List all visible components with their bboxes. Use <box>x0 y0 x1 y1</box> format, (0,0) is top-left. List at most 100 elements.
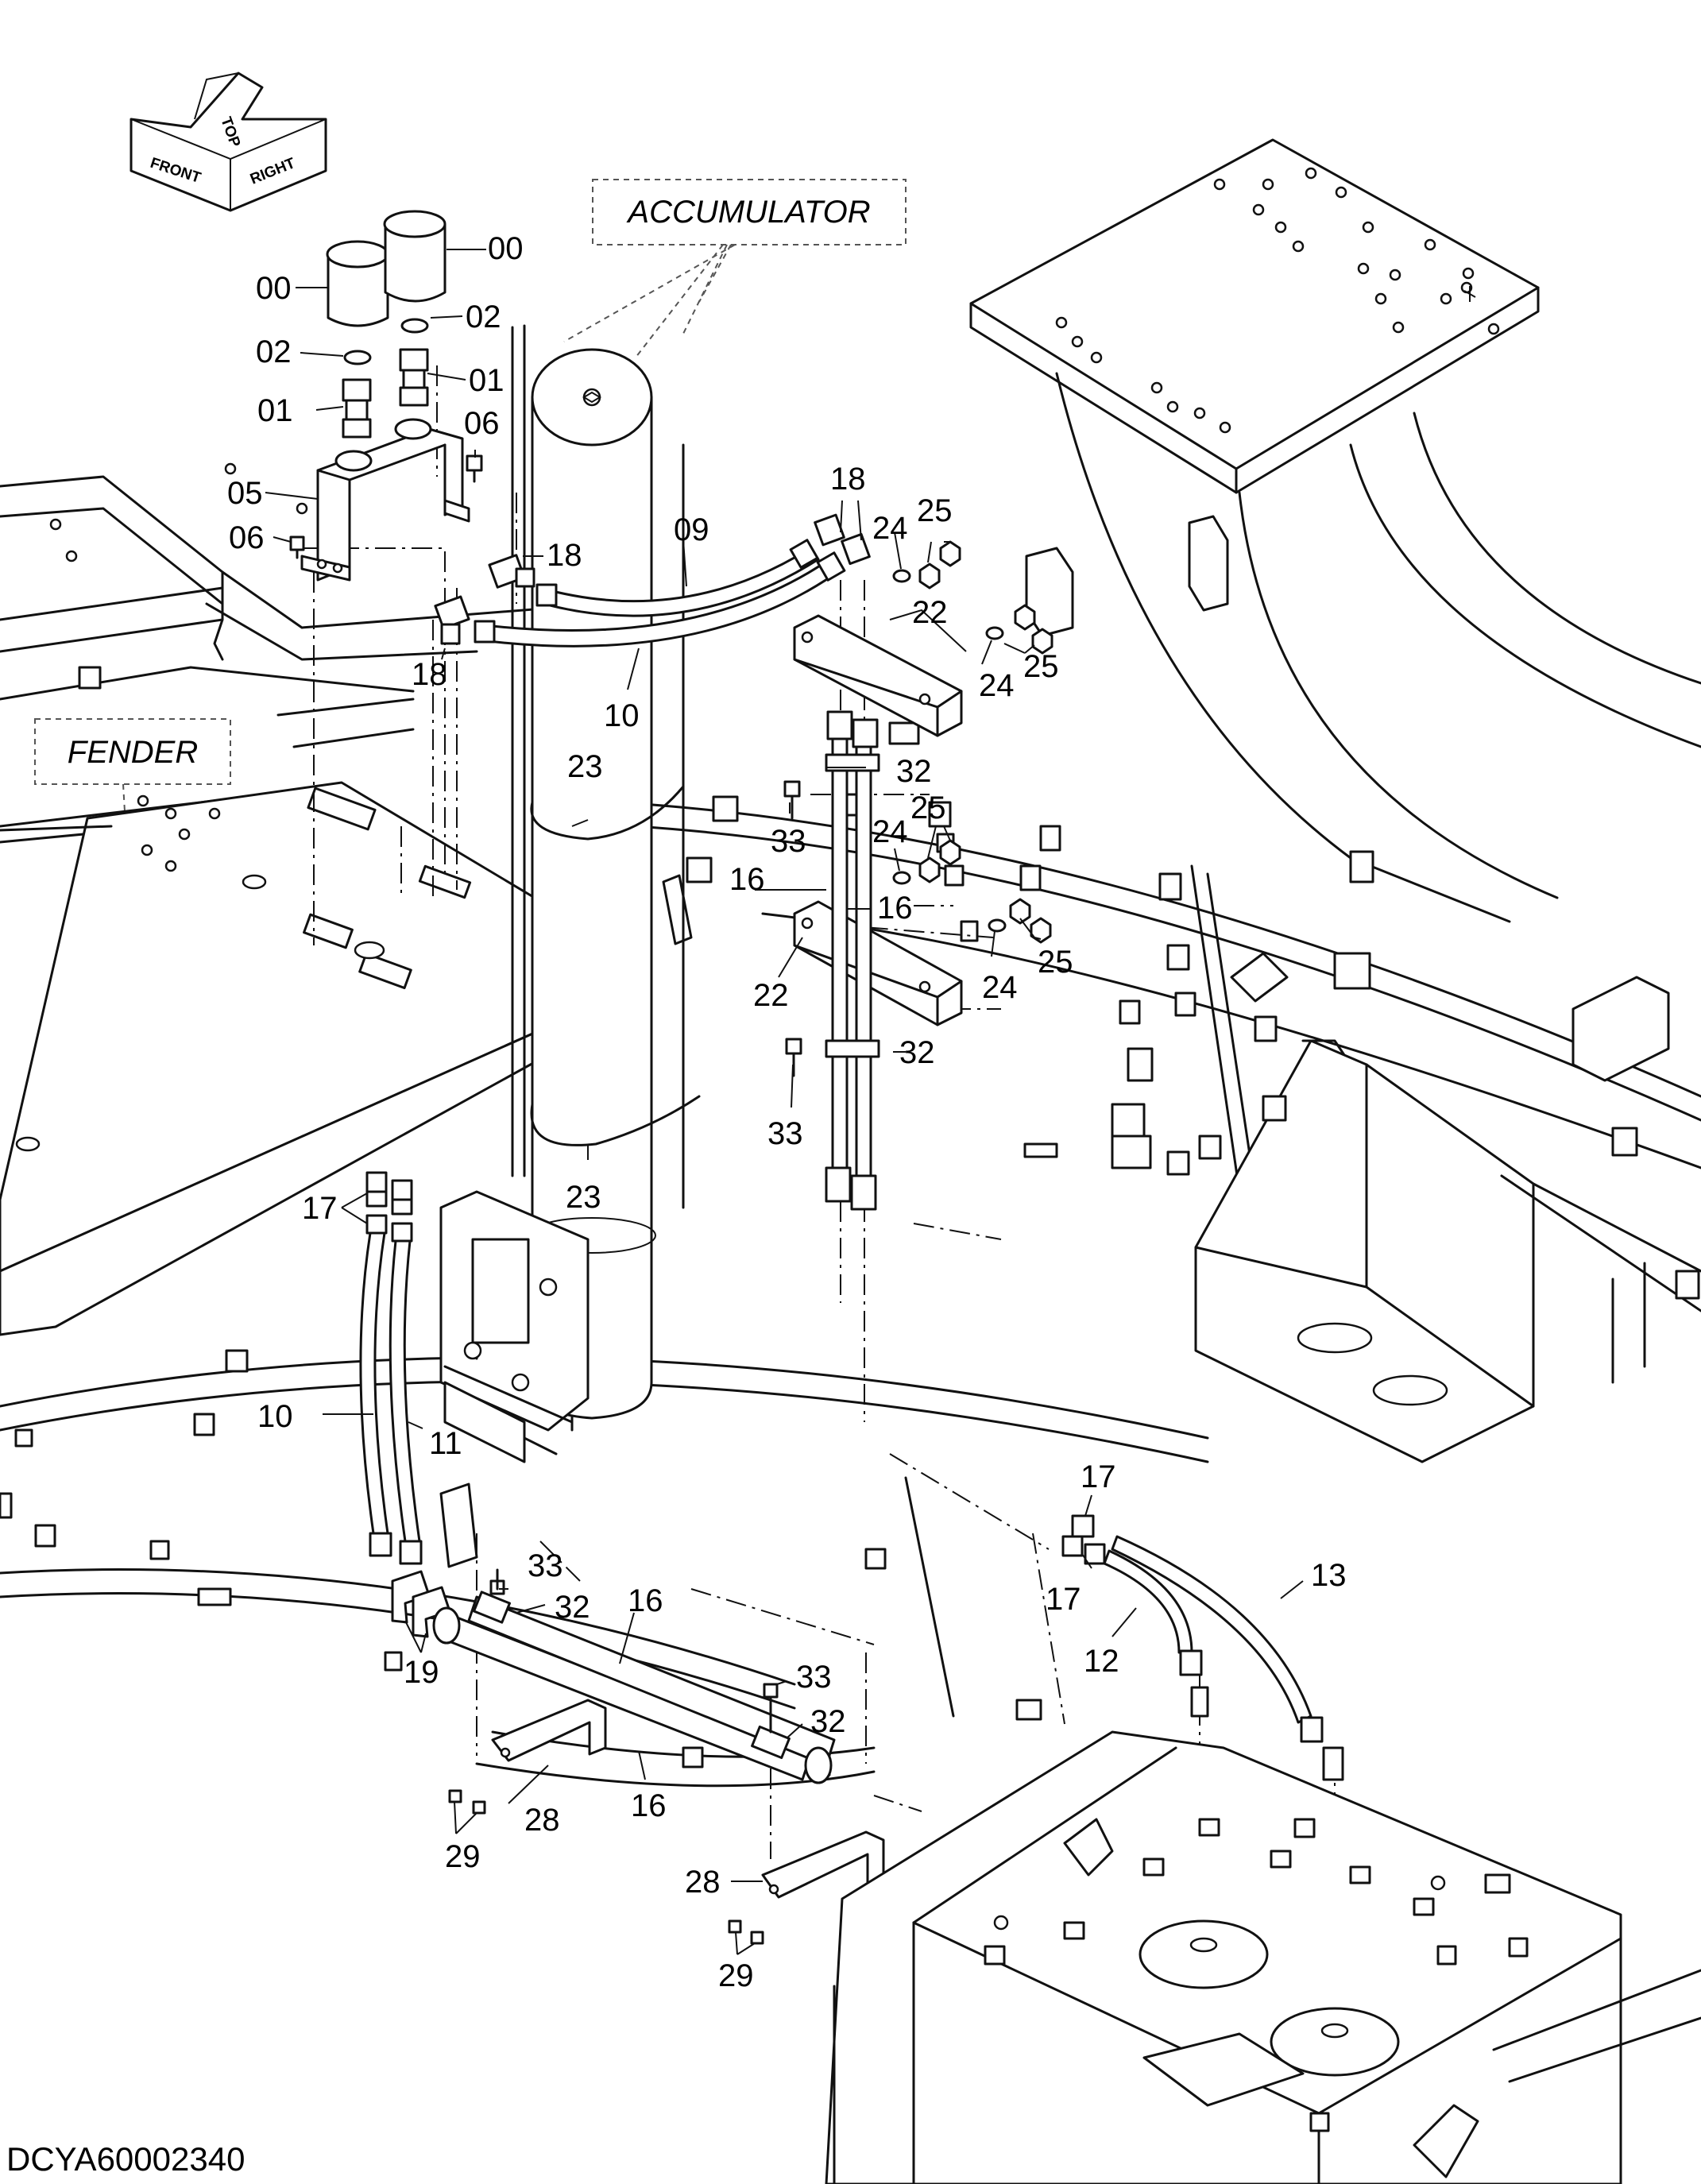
orientation-symbol: FRONT TOP RIGHT <box>130 72 327 212</box>
callout-support-28-b: 28 <box>685 1865 721 1900</box>
hose-10-lower <box>359 1231 392 1557</box>
callout-hose-09: 09 <box>674 512 709 547</box>
callout-washer-24-c: 24 <box>872 814 908 849</box>
upper-frame-mount <box>969 138 1701 923</box>
callout-bracket-22-upper: 22 <box>912 595 948 630</box>
clamp-32-lower <box>825 1039 880 1058</box>
screws-29-left <box>448 1789 486 1815</box>
callout-pipe-16-b: 16 <box>877 891 913 926</box>
callout-bolt-33-a: 33 <box>771 824 806 859</box>
callout-connector-17-a: 17 <box>302 1191 338 1226</box>
callout-elbow-18-mid: 18 <box>547 538 582 573</box>
callout-washer-24-b: 24 <box>979 668 1015 703</box>
cap-left <box>326 240 389 327</box>
callout-pipe-16-d: 16 <box>631 1788 667 1823</box>
callout-clamp-32-c: 32 <box>555 1590 590 1625</box>
bolt-06-lower <box>289 535 305 559</box>
clamp-32-lower-left <box>473 1591 511 1624</box>
accumulator-reference-label: ACCUMULATOR <box>626 195 870 230</box>
side-frame <box>618 801 1701 1463</box>
tank-fitting-right <box>1322 1746 1344 1781</box>
fender-reference-label: FENDER <box>68 735 198 770</box>
bolt-06-upper <box>466 454 483 483</box>
elbow-18-mid <box>488 554 535 589</box>
hose-13 <box>1111 1535 1324 1743</box>
pipe-16-lower <box>432 1591 836 1784</box>
callout-bolt-upper: 06 <box>464 406 500 441</box>
nuts-25 <box>918 540 1053 944</box>
band-23-upper <box>530 785 685 841</box>
oring-left <box>343 350 372 365</box>
callout-elbow-18-left: 18 <box>412 657 447 692</box>
callout-elbow-18-top: 18 <box>830 462 866 497</box>
fender-platform <box>0 462 605 1336</box>
bolt-33-lower-right <box>763 1683 779 1734</box>
bracket-22-upper <box>793 614 963 737</box>
elbow-18-left <box>434 595 470 645</box>
callout-hose-13: 13 <box>1311 1558 1347 1593</box>
callout-hose-11: 11 <box>429 1426 462 1461</box>
callout-oring-left: 02 <box>256 334 292 369</box>
callout-connector-left: 01 <box>257 393 293 428</box>
cap-right <box>383 210 447 303</box>
callout-cap-right: 00 <box>488 231 524 266</box>
callout-screw-29-a: 29 <box>445 1839 481 1874</box>
callout-connector-17-b: 17 <box>1081 1459 1116 1494</box>
callout-clamp-32-b: 32 <box>899 1035 935 1070</box>
hydraulic-tank <box>825 1730 1701 2184</box>
connector-right <box>399 348 429 407</box>
callout-clamp-32-d: 32 <box>810 1704 846 1739</box>
callout-cap-left: 00 <box>256 271 292 306</box>
bolt-33-upper <box>783 780 801 820</box>
callout-screw-29-b: 29 <box>718 1958 754 1993</box>
callout-nut-25-a: 25 <box>917 493 953 528</box>
hose-09 <box>535 539 820 617</box>
callout-hose-10-lower: 10 <box>257 1399 293 1434</box>
clamp-32-lower-right <box>751 1725 791 1760</box>
band-23-lower <box>530 1095 701 1146</box>
callout-oring-right: 02 <box>466 300 501 334</box>
bolt-33-mid <box>785 1038 802 1077</box>
callout-pipe-16-c: 16 <box>628 1583 663 1618</box>
elbow-18-top <box>814 513 871 566</box>
callout-pipe-16-a: 16 <box>729 862 765 897</box>
tank-fitting-left <box>1190 1686 1209 1718</box>
connector-left <box>342 378 372 439</box>
callout-nut-25-d: 25 <box>1038 945 1073 980</box>
callout-nut-25-b: 25 <box>1023 649 1059 684</box>
callout-bolt-33-d: 33 <box>796 1660 832 1695</box>
connectors-17-left <box>365 1171 413 1243</box>
pipe-16-vertical <box>825 710 880 1211</box>
callout-hose-10-upper: 10 <box>604 698 640 733</box>
leader-lines <box>265 249 1304 1955</box>
hose-12 <box>1103 1549 1203 1676</box>
drawing-number: DCYA60002340 <box>6 2140 245 2178</box>
callout-connector-17-c: 17 <box>1046 1582 1081 1617</box>
hose-10-upper <box>474 551 846 647</box>
washers-24 <box>892 569 1007 933</box>
callout-bracket: 05 <box>227 476 263 511</box>
callout-elbow-19: 19 <box>404 1655 439 1690</box>
part-callouts: 00 00 02 02 01 01 06 05 06 18 09 18 24 2… <box>227 231 1347 1993</box>
oring-right <box>400 318 429 334</box>
callout-support-28-a: 28 <box>524 1803 560 1838</box>
bolt-33-lower-left <box>489 1568 505 1595</box>
callout-bolt-33-c: 33 <box>528 1548 563 1583</box>
accumulator <box>439 324 685 1463</box>
support-28-left <box>491 1699 607 1762</box>
callout-band-23-upper: 23 <box>567 749 603 784</box>
callout-bracket-22-lower: 22 <box>753 978 789 1013</box>
callout-hose-12: 12 <box>1084 1644 1119 1679</box>
accumulator-leader-lines <box>563 244 736 358</box>
accumulator-reference-box <box>592 179 907 245</box>
hose-11 <box>389 1239 423 1565</box>
callout-band-23-lower: 23 <box>566 1180 601 1215</box>
callout-bolt-lower: 06 <box>229 520 265 555</box>
callout-connector-right: 01 <box>469 363 505 398</box>
callout-washer-24-d: 24 <box>982 970 1018 1005</box>
callout-nut-25-c: 25 <box>910 790 946 825</box>
callout-bolt-33-b: 33 <box>767 1116 803 1151</box>
callout-clamp-32-a: 32 <box>896 754 932 789</box>
callout-washer-24-a: 24 <box>872 511 908 546</box>
